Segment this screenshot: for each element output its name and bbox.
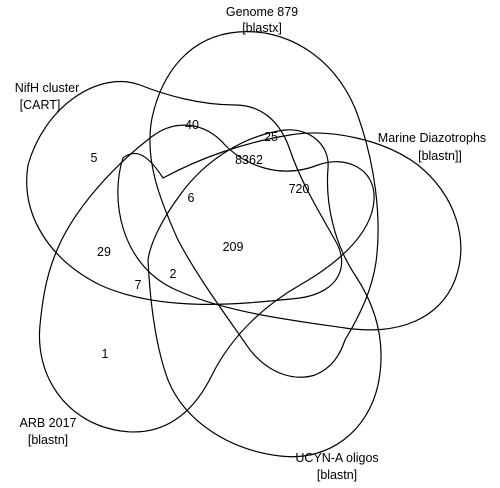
region-count-nifh-only: 5 bbox=[91, 151, 98, 165]
set-outline-nifh bbox=[26, 80, 343, 305]
set-label-marine-method: [blastn]] bbox=[418, 149, 462, 163]
set-outline-arb bbox=[38, 124, 375, 433]
region-count-genome-marine: 25 bbox=[264, 130, 278, 144]
set-label-genome-name: Genome 879 bbox=[226, 5, 298, 19]
set-outline-genome bbox=[149, 31, 379, 378]
region-count-genome-nifh: 40 bbox=[185, 118, 199, 132]
set-label-nifh-method: [CART] bbox=[20, 98, 61, 112]
region-count-core-all: 8362 bbox=[235, 153, 263, 167]
set-label-genome-method: [blastx] bbox=[242, 21, 282, 35]
set-outline-marine bbox=[117, 132, 462, 331]
set-label-ucyn-name: UCYN-A oligos bbox=[295, 451, 378, 465]
set-label-arb-name: ARB 2017 bbox=[20, 416, 77, 430]
region-count-partial-209: 209 bbox=[223, 240, 244, 254]
region-count-nifh-arb: 29 bbox=[97, 245, 111, 259]
region-count-genome-marine-ucyn-nifh: 720 bbox=[289, 182, 310, 196]
region-count-nifh-arb-ucyn: 2 bbox=[170, 267, 177, 281]
region-count-arb-only: 1 bbox=[102, 347, 109, 361]
set-label-arb-method: [blastn] bbox=[28, 433, 68, 447]
region-count-arb-nifh-inner: 7 bbox=[135, 278, 142, 292]
set-outline-ucyn bbox=[147, 129, 382, 458]
set-label-marine-name: Marine Diazotrophs bbox=[378, 131, 486, 145]
region-count-genome-nifh-arb: 6 bbox=[188, 191, 195, 205]
set-label-nifh-name: NifH cluster bbox=[15, 81, 80, 95]
set-label-ucyn-method: [blastn] bbox=[317, 468, 357, 482]
